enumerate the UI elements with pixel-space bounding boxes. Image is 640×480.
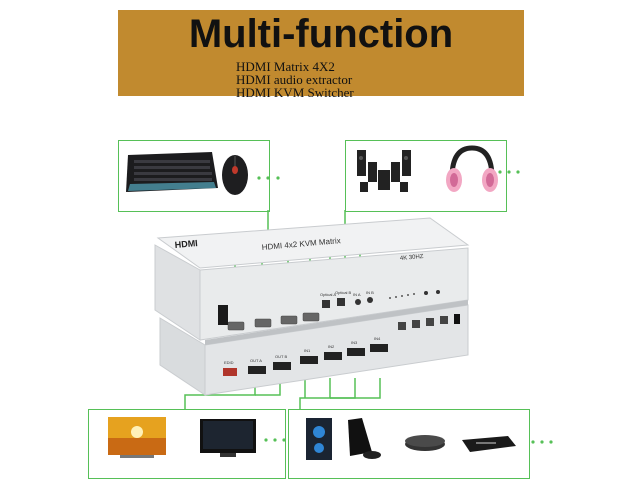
dot-indicators [257, 170, 553, 444]
device-brand-logo: HDMI [174, 238, 198, 250]
out-b-label: OUT B [275, 354, 287, 359]
monitor-icon [200, 419, 256, 457]
hdmi-ports [223, 344, 388, 376]
usb-b-ports [398, 314, 460, 330]
feature-item: HDMI Matrix 4X2 [236, 59, 335, 74]
out-a-label: OUT A [250, 358, 262, 363]
in4-label: IN4 [374, 336, 381, 341]
pc-tower-icon [306, 418, 332, 460]
optical-a-label: Optical A [320, 292, 336, 297]
optical-b-label: Optical B [335, 290, 352, 295]
edid-label: EDID [224, 360, 234, 365]
in1-label: IN1 [304, 348, 311, 353]
resolution-badge: 4K 30HZ [400, 254, 424, 262]
power-switch[interactable] [218, 305, 228, 325]
usb-ports [227, 312, 320, 331]
feature-banner: Multi-function HDMI Matrix 4X2 HDMI audi… [118, 10, 524, 99]
keyboard-icon [126, 152, 218, 192]
in-b-label: IN B [366, 290, 374, 295]
mouse-icon [222, 155, 248, 195]
dvd-player-icon [462, 436, 516, 452]
feature-item: HDMI KVM Switcher [236, 85, 354, 100]
audio-ports [322, 290, 440, 308]
banner-title: Multi-function [188, 12, 454, 56]
feature-item: HDMI audio extractor [236, 72, 353, 87]
headphones-icon [446, 145, 498, 192]
in-a-label: IN A [353, 292, 361, 297]
kvm-matrix-device [154, 217, 470, 396]
in2-label: IN2 [328, 344, 335, 349]
status-leds [389, 293, 415, 299]
media-player-icon [405, 435, 445, 451]
in3-label: IN3 [351, 340, 358, 345]
game-console-icon [348, 418, 381, 459]
speaker-system-icon [357, 150, 411, 192]
tv-icon [108, 417, 166, 458]
feature-list: HDMI Matrix 4X2 HDMI audio extractor HDM… [236, 60, 354, 99]
